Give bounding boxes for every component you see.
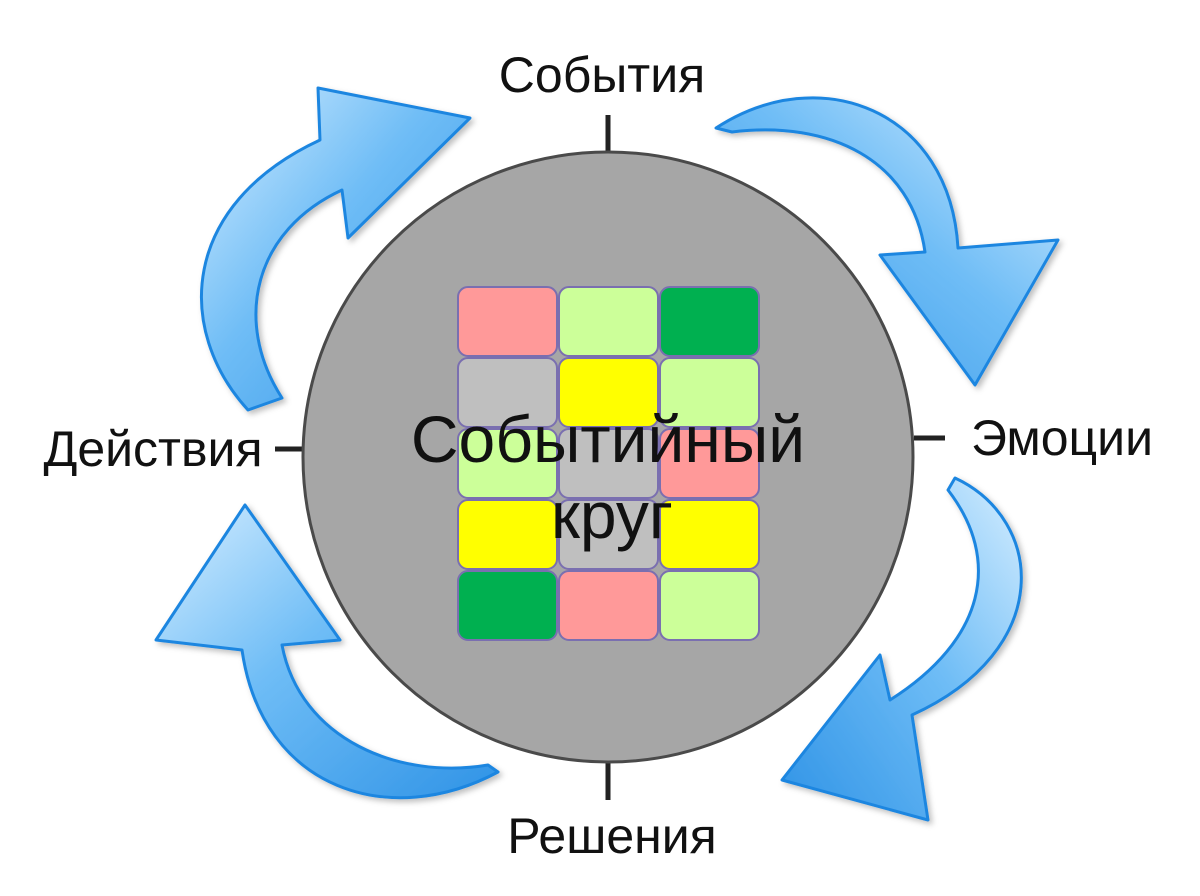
node-label-top: События bbox=[499, 47, 705, 103]
grid-tile-r1-c2 bbox=[559, 287, 658, 356]
center-title-line2: круг bbox=[551, 478, 673, 552]
grid-tile-r5-c2 bbox=[559, 571, 658, 640]
grid-tile-r4-c1 bbox=[458, 500, 557, 569]
node-label-left: Действия bbox=[43, 421, 262, 477]
node-label-bottom: Решения bbox=[507, 808, 717, 864]
grid-tile-r1-c1 bbox=[458, 287, 557, 356]
grid-tile-r4-c3 bbox=[660, 500, 759, 569]
grid-tile-r1-c3 bbox=[660, 287, 759, 356]
grid-tile-r5-c1 bbox=[458, 571, 557, 640]
node-label-right: Эмоции bbox=[971, 410, 1153, 466]
grid-tile-r5-c3 bbox=[660, 571, 759, 640]
center-title-line1: Событийный bbox=[411, 402, 805, 476]
